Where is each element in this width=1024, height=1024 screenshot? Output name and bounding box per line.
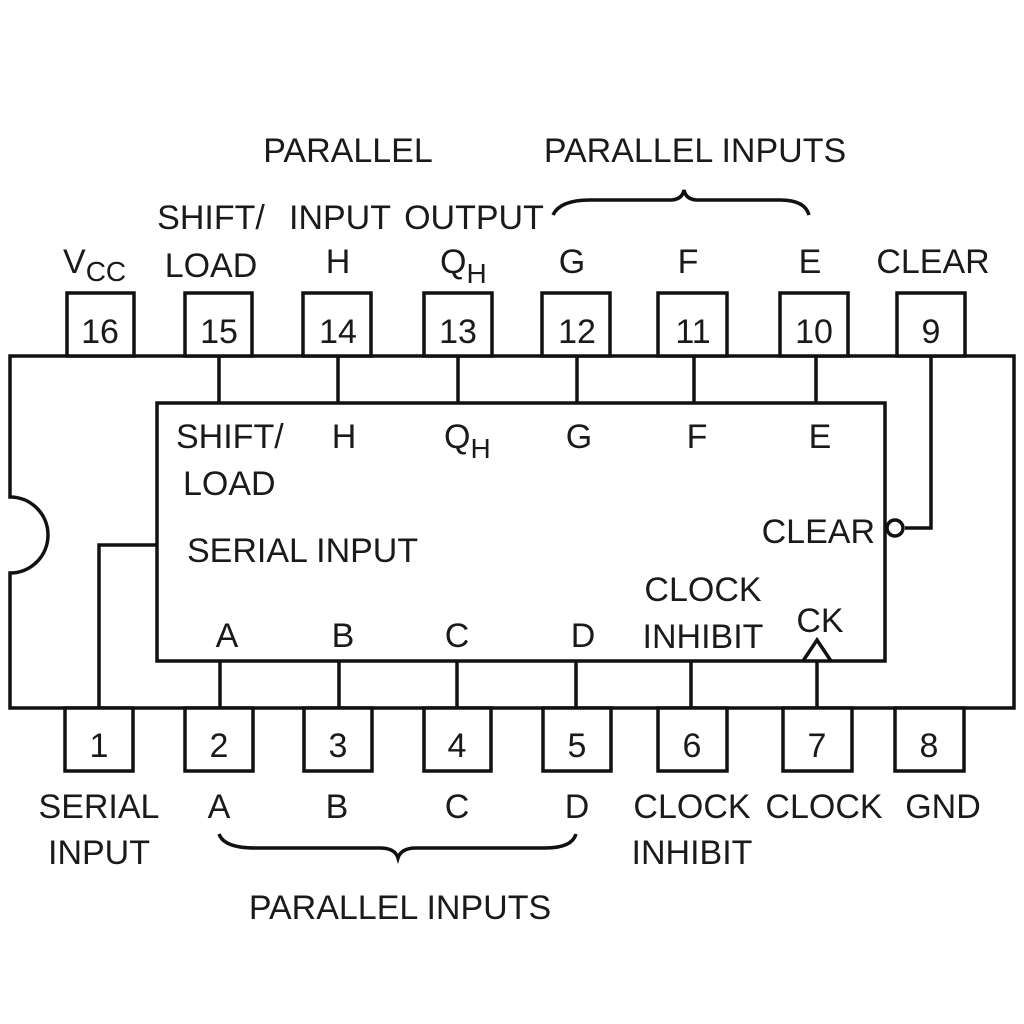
clock-edge-triangle-icon: [801, 636, 833, 662]
bottom-brace-icon: [217, 833, 578, 865]
label-serial: SERIAL: [39, 788, 160, 826]
pin-number-7: 7: [808, 727, 827, 765]
wire-pin-1: [97, 543, 157, 708]
pin-box-12: [540, 291, 612, 358]
label-clock: CLOCK: [765, 788, 882, 826]
label-b-bottom: B: [326, 788, 349, 826]
pin-number-6: 6: [683, 727, 702, 765]
label-a-bottom: A: [208, 788, 231, 826]
bottom-pin-labels: SERIAL INPUT A B C D CLOCK INHIBIT CLOCK…: [39, 788, 981, 927]
label-g-top: G: [559, 243, 585, 281]
top-pin-wires: [217, 356, 933, 530]
inner-g: G: [566, 418, 592, 456]
inner-f: F: [687, 418, 708, 456]
label-d-bottom: D: [565, 788, 590, 826]
inner-d: D: [571, 617, 596, 655]
label-qh-top: QH: [440, 243, 487, 289]
pin-number-5: 5: [568, 727, 587, 765]
label-f-top: F: [678, 243, 699, 281]
inner-c: C: [445, 617, 470, 655]
inner-h: H: [332, 418, 357, 456]
inner-clear: CLEAR: [762, 513, 875, 551]
label-clear-top: CLEAR: [876, 243, 989, 281]
pin-number-16: 16: [81, 313, 119, 351]
label-serial-input: INPUT: [48, 834, 150, 872]
label-shift: SHIFT/: [157, 199, 265, 237]
pin-box-1: [63, 706, 135, 773]
label-c-bottom: C: [445, 788, 470, 826]
bottom-pins: [63, 706, 966, 773]
bottom-pin-numbers: 1 2 3 4 5 6 7 8: [90, 727, 939, 765]
pin-box-11: [656, 291, 729, 358]
inner-load: LOAD: [183, 465, 276, 503]
top-brace-icon: [551, 189, 811, 216]
pin-number-10: 10: [795, 313, 833, 351]
pin-number-13: 13: [439, 313, 477, 351]
inner-inhibit: INHIBIT: [643, 618, 764, 656]
inner-serial-input: SERIAL INPUT: [187, 532, 418, 570]
label-vcc: VCC: [63, 243, 126, 287]
pin-number-4: 4: [448, 727, 467, 765]
label-clock-inhibit-2: INHIBIT: [632, 834, 753, 872]
pin-box-3: [302, 706, 374, 773]
pin-box-15: [183, 291, 254, 358]
label-input: INPUT: [289, 199, 391, 237]
pin-number-3: 3: [329, 727, 348, 765]
pin-box-14: [301, 291, 373, 358]
inner-shift: SHIFT/: [176, 418, 284, 456]
top-pins: [65, 291, 967, 358]
inner-qh: QH: [444, 418, 491, 464]
label-parallel-inputs-top: PARALLEL INPUTS: [544, 132, 846, 170]
top-pin-labels: PARALLEL PARALLEL INPUTS SHIFT/ INPUT OU…: [63, 132, 990, 289]
pin-number-1: 1: [90, 727, 109, 765]
label-e-top: E: [799, 243, 822, 281]
label-gnd: GND: [905, 788, 981, 826]
pin-box-6: [656, 706, 729, 773]
pin-number-2: 2: [210, 727, 229, 765]
clear-inversion-bubble: [885, 518, 905, 538]
pin-box-10: [778, 291, 850, 358]
pin-number-15: 15: [200, 313, 238, 351]
bottom-pin-wires: [97, 543, 819, 708]
pin-box-8: [893, 706, 966, 773]
label-output: OUTPUT: [404, 199, 544, 237]
label-clock-inhibit-1: CLOCK: [633, 788, 750, 826]
inner-clock: CLOCK: [644, 571, 761, 609]
pin-number-11: 11: [675, 313, 710, 351]
inner-a: A: [216, 617, 239, 655]
inner-labels: SHIFT/ LOAD H QH G F E CLEAR SERIAL INPU…: [176, 418, 875, 656]
wire-pin-9: [905, 356, 933, 530]
pin-box-9: [895, 291, 967, 358]
pin-number-14: 14: [319, 313, 357, 351]
label-parallel: PARALLEL: [263, 132, 432, 170]
pin-box-2: [183, 706, 255, 773]
pin-box-5: [541, 706, 613, 773]
pin-box-16: [65, 291, 136, 358]
pin-box-4: [422, 706, 493, 773]
logic-block: [155, 401, 887, 663]
pin-number-9: 9: [922, 313, 941, 351]
top-pin-numbers: 16 15 14 13 12 11 10 9: [81, 313, 940, 351]
pin-box-13: [422, 291, 494, 358]
inner-e: E: [809, 418, 832, 456]
label-h-top: H: [326, 243, 351, 281]
pin-number-12: 12: [558, 313, 596, 351]
label-parallel-inputs-bottom: PARALLEL INPUTS: [249, 889, 551, 927]
pin-number-8: 8: [920, 727, 939, 765]
pin-box-7: [781, 706, 854, 773]
label-load: LOAD: [165, 247, 258, 285]
inner-b: B: [332, 617, 355, 655]
inner-ck: CK: [796, 602, 844, 640]
package-outline: [8, 354, 1016, 710]
